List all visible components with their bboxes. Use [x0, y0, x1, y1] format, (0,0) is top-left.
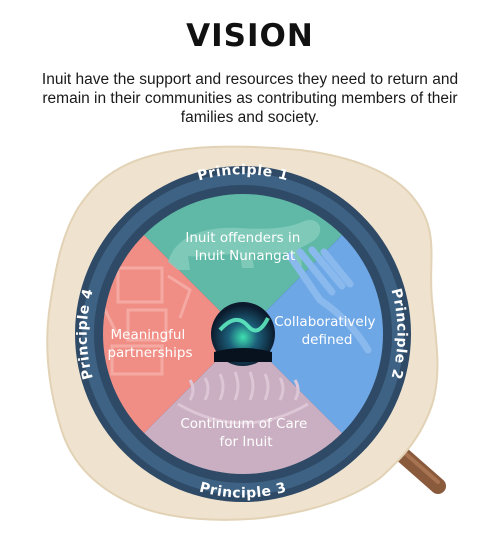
- qulliq-lamp-icon: [177, 371, 309, 425]
- aurora-horizon: [214, 348, 272, 362]
- hands-icon: [286, 246, 372, 354]
- quadrant-top-label: Inuit offenders in Inuit Nunangat: [185, 230, 304, 264]
- quadrant-bottom-label: Continuum of Care for Inuit: [180, 416, 311, 450]
- map-icon: [103, 266, 192, 376]
- vision-heading: VISION: [186, 18, 314, 54]
- aurora-ribbon: [218, 317, 270, 333]
- principle-4-label: Principle 4: [75, 287, 97, 381]
- vision-statement: Inuit have the support and resources the…: [41, 71, 459, 126]
- principle-3-label: Principle 3: [198, 480, 289, 502]
- principle-1-label: Principle 1: [196, 162, 290, 184]
- quadrant-left-label: Meaningful partnerships: [107, 327, 192, 361]
- quadrant-top: [103, 194, 383, 334]
- ring-band: [82, 173, 404, 495]
- quadrant-right-label: Collaboratively defined: [274, 314, 380, 348]
- polar-bear-icon: [168, 220, 321, 270]
- principle-2-label: Principle 2: [387, 287, 409, 381]
- quadrant-bottom: [103, 334, 383, 474]
